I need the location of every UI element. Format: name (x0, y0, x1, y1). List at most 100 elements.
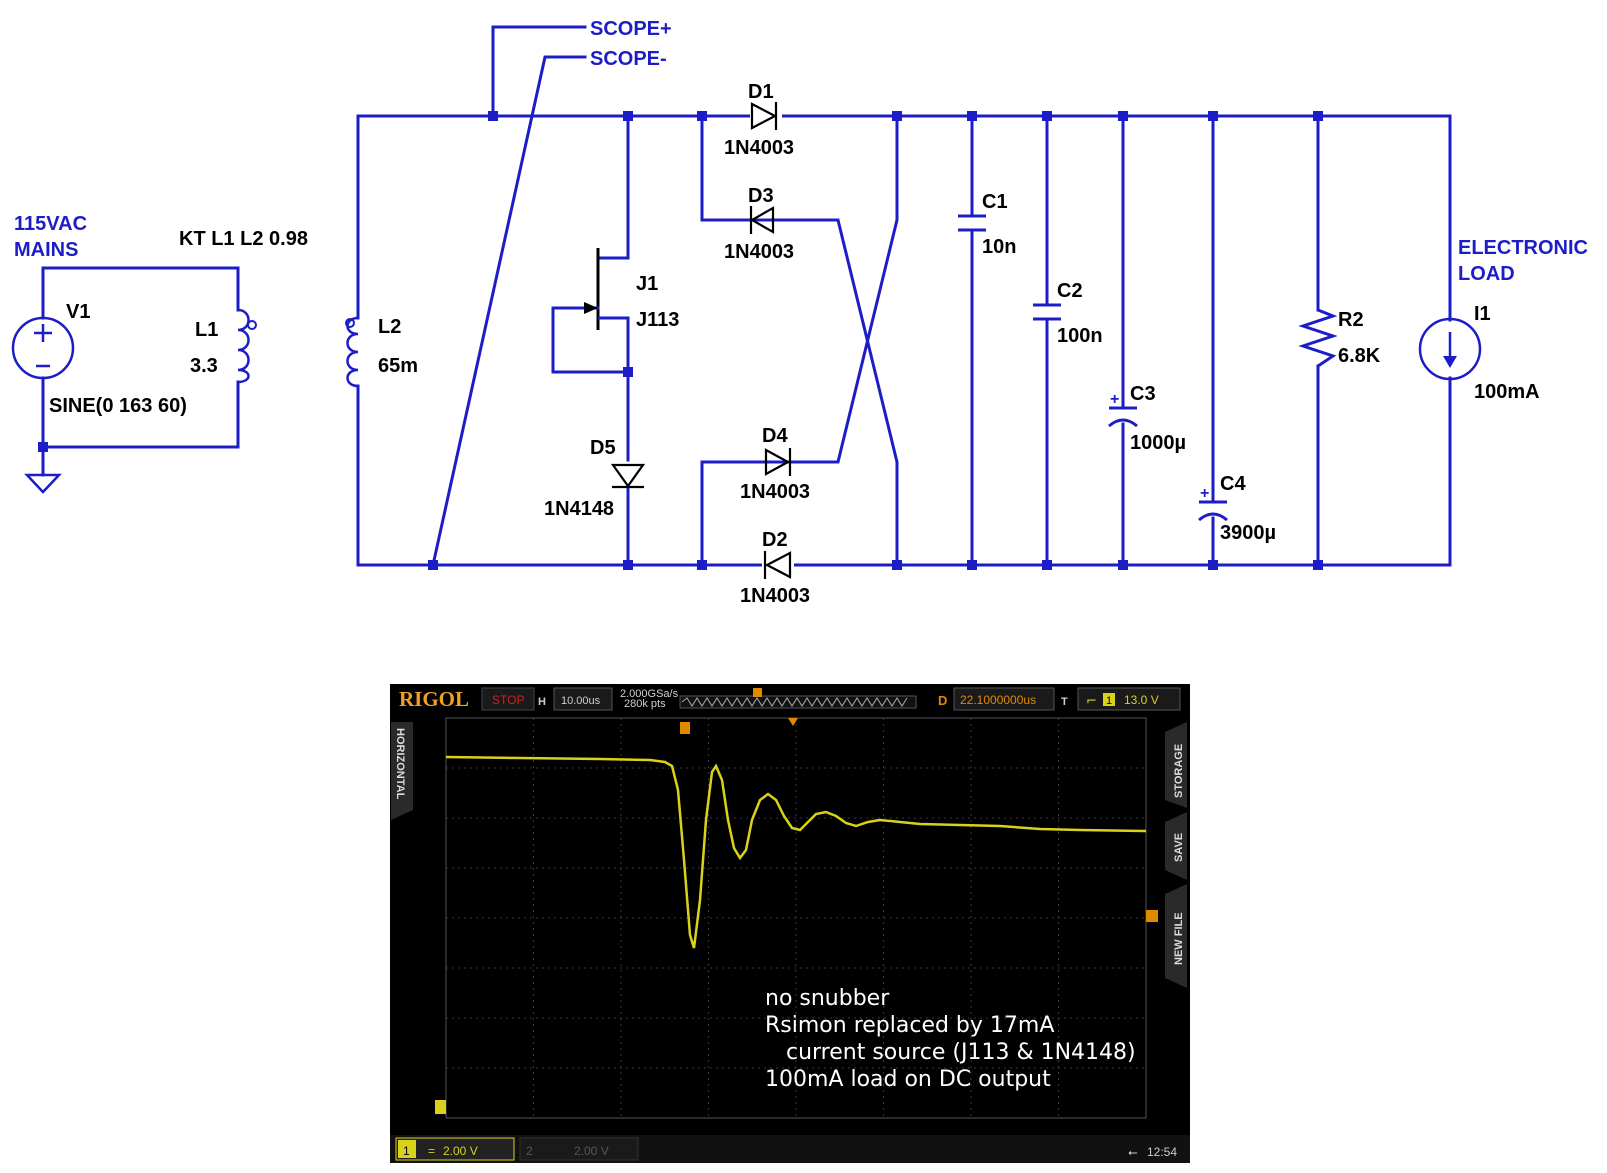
resistor-r2-symbol (1298, 308, 1338, 368)
label-c2: C2 (1057, 280, 1083, 302)
ch2-box (519, 1137, 639, 1161)
delay-box (953, 687, 1055, 711)
diode-d5-symbol (610, 463, 646, 488)
label-d5: D5 (590, 437, 616, 459)
storage-tab-label: STORAGE (1173, 744, 1185, 798)
value-c3: 1000µ (1130, 432, 1186, 454)
wire-primary-bottom (41, 376, 240, 449)
wire-j1-drain (596, 114, 630, 260)
value-l2: 65m (378, 355, 418, 377)
horizontal-tab (391, 722, 413, 820)
diode-d2-symbol (762, 551, 794, 579)
label-v1: V1 (66, 301, 90, 323)
value-j1: J113 (636, 309, 679, 331)
wire-scope-minus (431, 55, 587, 567)
schematic: SCOPE+ SCOPE- V1 SINE(0 163 60) 115VAC M… (11, 18, 1588, 607)
diode-d1-symbol (750, 102, 782, 130)
trigger-time-marker (680, 722, 690, 734)
label-d4: D4 (762, 425, 788, 447)
label-d2: D2 (762, 529, 788, 551)
trigger-level-marker (1146, 910, 1158, 922)
memory-wave (681, 697, 908, 707)
trigger-channel-badge (1103, 693, 1115, 706)
value-l1: 3.3 (190, 355, 218, 377)
trigger-channel: 1 (1106, 695, 1112, 707)
value-d4: 1N4003 (740, 481, 810, 503)
wire-bridge-cross-1 (793, 218, 899, 567)
d-label: D (938, 693, 947, 708)
horizontal-tab-label: HORIZONTAL (394, 728, 406, 800)
value-c1: 10n (982, 236, 1016, 258)
label-d3: D3 (748, 185, 774, 207)
wire-i1-top (1348, 114, 1452, 322)
label-scope-minus: SCOPE- (590, 48, 667, 70)
wire-j1-gate (551, 306, 630, 374)
value-i1: 100mA (1474, 381, 1540, 403)
value-d5: 1N4148 (544, 498, 614, 520)
note-line-3: current source (J113 & 1N4148) (765, 1040, 1136, 1065)
note-line-1: no snubber (765, 986, 890, 1011)
run-state: STOP (492, 693, 524, 707)
label-electronic-1: ELECTRONIC (1458, 237, 1588, 259)
wire-scope-plus (491, 25, 587, 118)
label-electronic-2: LOAD (1458, 263, 1515, 285)
ch2-number: 2 (526, 1144, 533, 1158)
ch1-trace (445, 755, 1147, 949)
junction (38, 442, 48, 452)
ch1-box (395, 1137, 515, 1161)
value-v1: SINE(0 163 60) (49, 395, 187, 417)
new-file-tab-label: NEW FILE (1173, 912, 1185, 965)
current-source-i1-symbol (1418, 317, 1482, 381)
storage-tab (1165, 722, 1187, 808)
scope-brand: RIGOL (399, 687, 469, 711)
phase-dot (247, 320, 257, 330)
voltage-source-v1-symbol (11, 316, 75, 380)
trigger-level: 13.0 V (1124, 693, 1159, 707)
label-i1: I1 (1474, 303, 1491, 325)
timebase-box (553, 687, 613, 711)
ch1-number: 1 (403, 1144, 410, 1158)
inductor-l2-symbol (346, 316, 359, 388)
diode-d3-symbol (746, 206, 797, 234)
wire-primary-top (41, 266, 240, 320)
note-line-2: Rsimon replaced by 17mA (765, 1013, 1054, 1038)
h-label: H (538, 696, 546, 708)
run-stop-indicator (481, 687, 535, 711)
label-l1: L1 (195, 319, 218, 341)
value-c2: 100n (1057, 325, 1103, 347)
sample-rate: 2.000GSa/s (620, 688, 679, 700)
save-tab-label: SAVE (1173, 833, 1185, 862)
trigger-position-marker (753, 688, 762, 697)
label-scope-plus: SCOPE+ (590, 18, 672, 40)
delay: 22.1000000us (960, 693, 1036, 707)
label-mains-2: MAINS (14, 239, 78, 261)
memory-bar (679, 695, 917, 709)
label-r2: R2 (1338, 309, 1364, 331)
wire-bridge-left-bottom (700, 460, 765, 567)
scope-background (390, 684, 1190, 1163)
label-d1: D1 (748, 81, 774, 103)
label-j1: J1 (636, 273, 658, 295)
save-tab (1165, 812, 1187, 880)
svg-text:+: + (1200, 485, 1209, 502)
oscilloscope-screenshot: RIGOL STOP H 10.00us 2.000GSa/s 280k pts… (390, 684, 1190, 1163)
ground-symbol (24, 473, 62, 494)
value-d1: 1N4003 (724, 137, 794, 159)
junction (623, 367, 633, 377)
diode-d4-symbol (761, 448, 812, 476)
note-line-4: 100mA load on DC output (765, 1067, 1051, 1092)
new-file-tab (1165, 884, 1187, 988)
usb-icon: ⭠ (1128, 1145, 1138, 1159)
value-r2: 6.8K (1338, 345, 1381, 367)
inductor-l1-symbol (237, 308, 250, 384)
phase-dot (345, 318, 355, 328)
t-label: T (1061, 696, 1068, 708)
label-coupling: KT L1 L2 0.98 (179, 228, 308, 250)
label-l2: L2 (378, 316, 401, 338)
timebase: 10.00us (561, 695, 601, 707)
center-marker (788, 718, 798, 726)
ch2-scale: 2.00 V (574, 1144, 609, 1158)
wire-bridge-cross-2 (808, 114, 899, 464)
memory-depth: 280k pts (624, 698, 666, 710)
